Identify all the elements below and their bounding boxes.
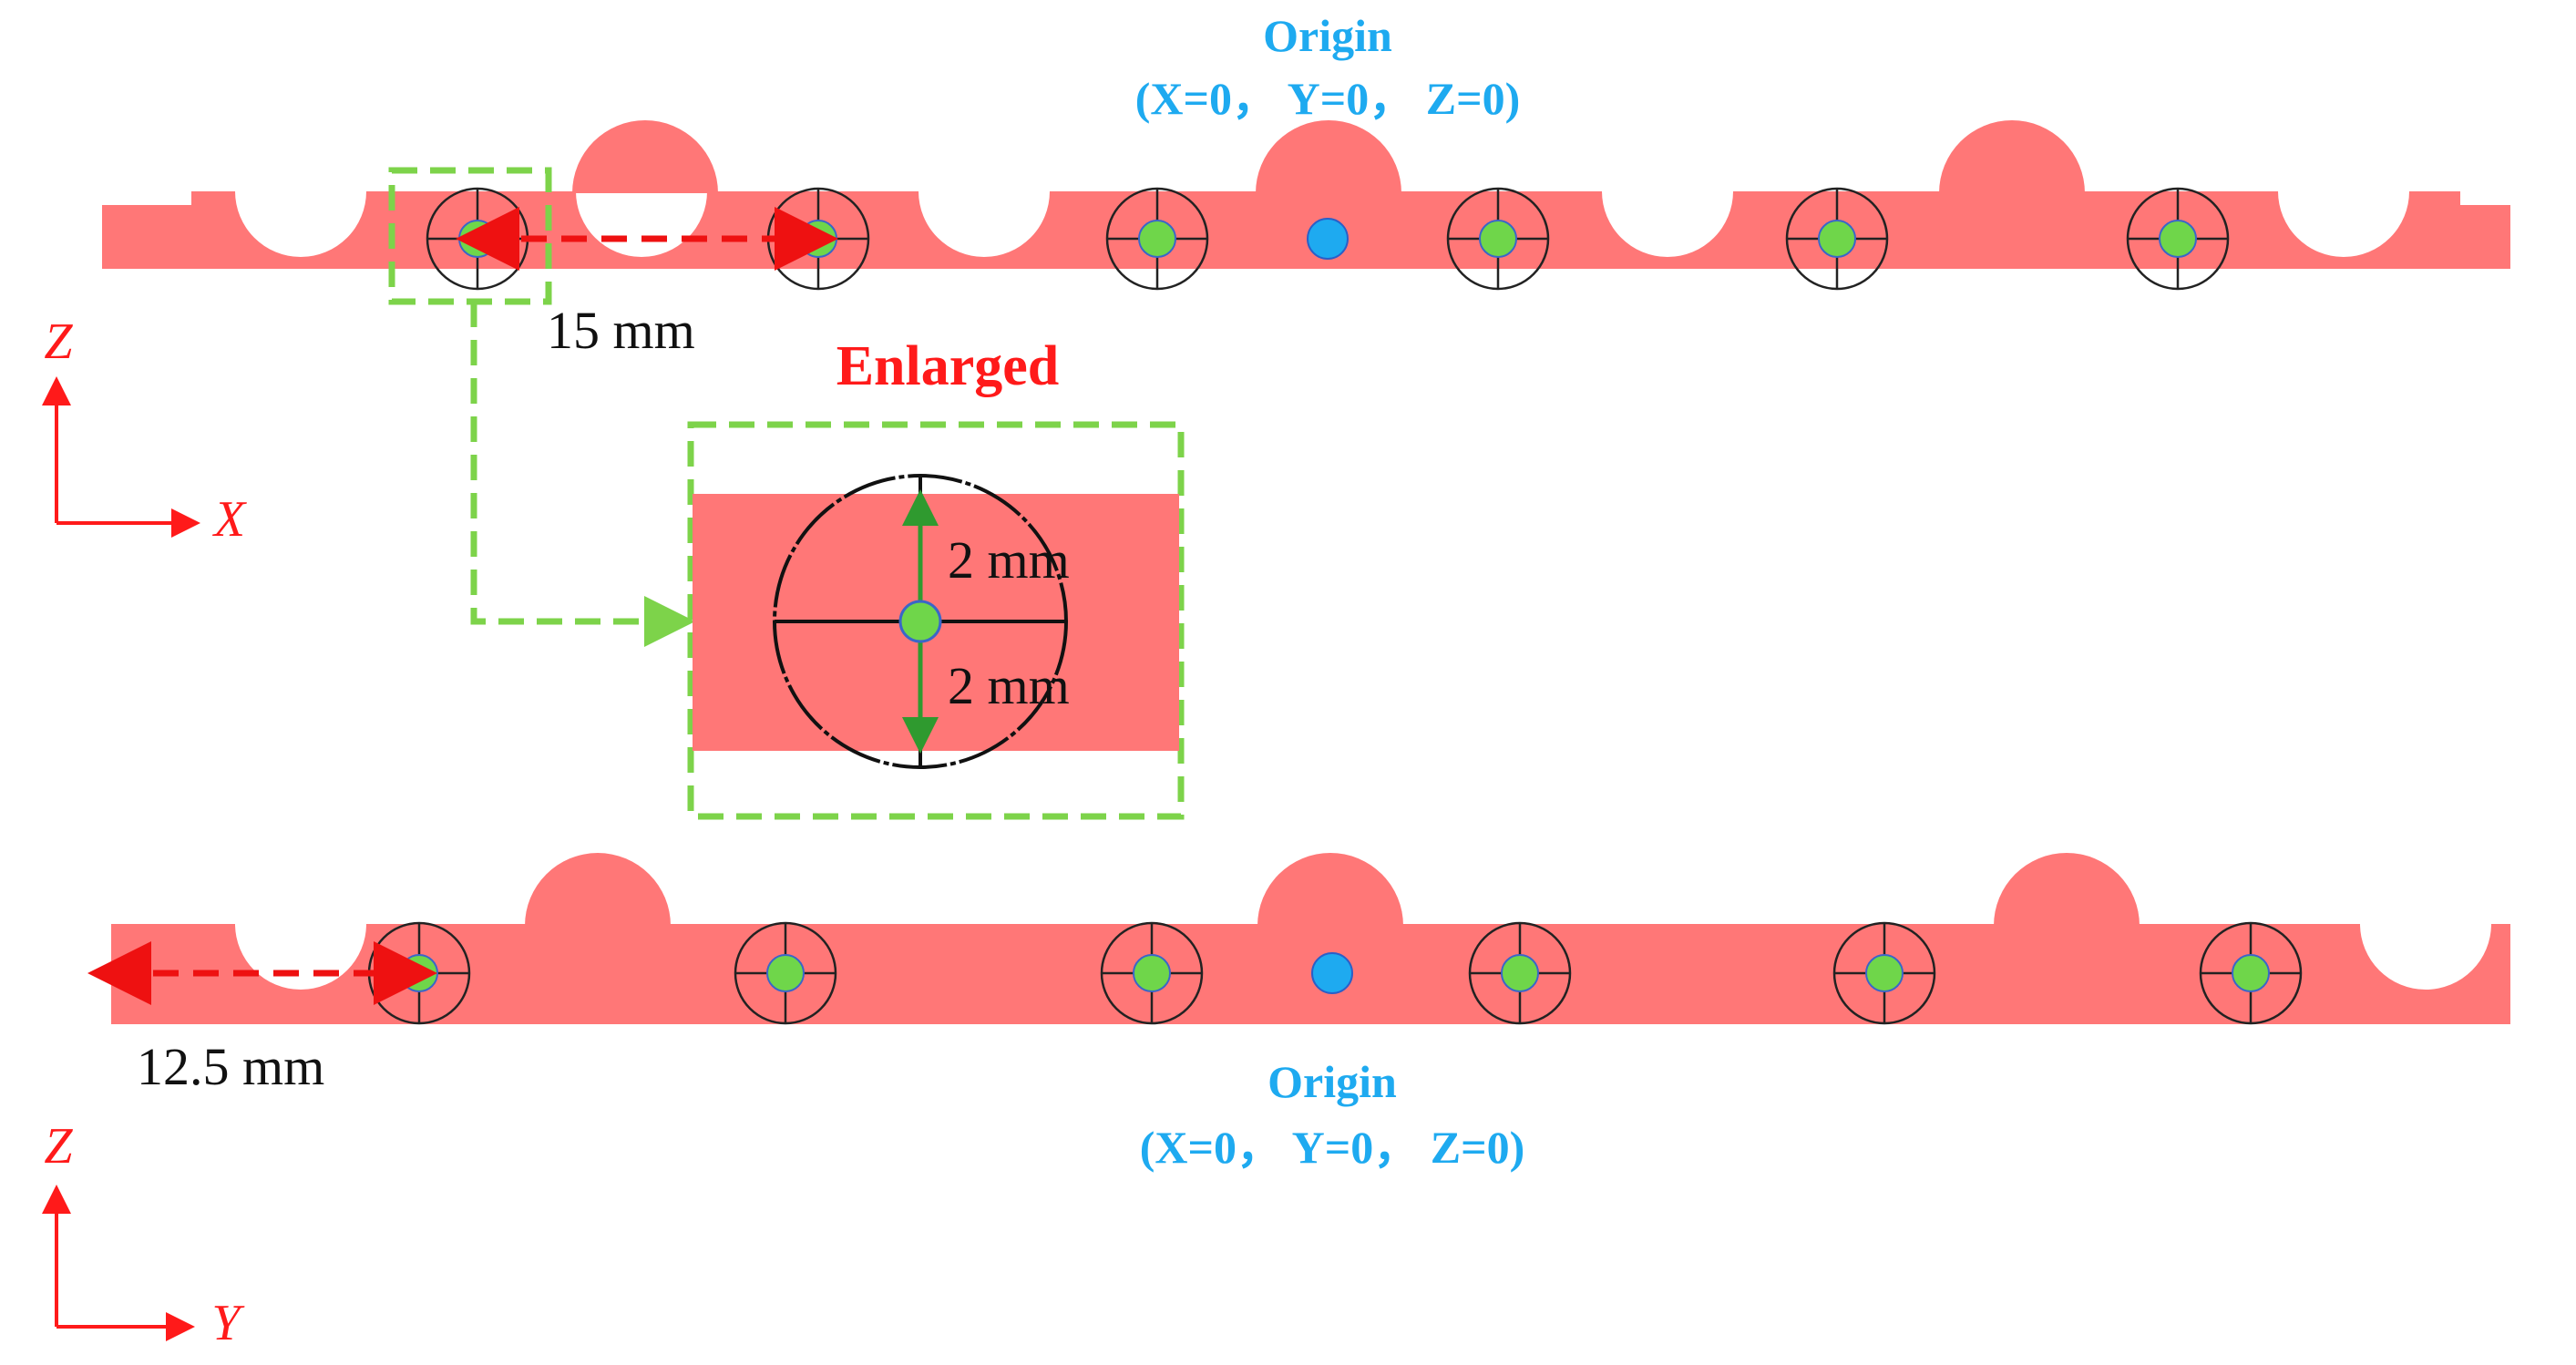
bottom-marker-5 xyxy=(1832,921,1936,1025)
top-marker-1 xyxy=(426,187,529,291)
bottom-axis-y-label: Y xyxy=(211,1295,245,1351)
bottom-origin-label: Origin xyxy=(1267,1056,1397,1107)
enlarge-connector xyxy=(470,302,695,647)
top-marker-6 xyxy=(2126,187,2230,291)
bottom-origin-dot xyxy=(1311,952,1353,994)
bottom-origin-coords: (X=0， Y=0， Z=0) xyxy=(1140,1122,1525,1173)
bottom-marker-3 xyxy=(1100,921,1204,1025)
enlarged-box xyxy=(687,421,1185,820)
bottom-strip xyxy=(111,853,2510,1024)
bottom-bump-2 xyxy=(1257,853,1403,926)
bottom-strip-body xyxy=(111,924,2510,1024)
bottom-marker-6 xyxy=(2199,921,2303,1025)
bottom-bump-1 xyxy=(525,853,671,926)
bottom-axis-z-label: Z xyxy=(44,1118,73,1175)
top-marker-3 xyxy=(1105,187,1209,291)
enlarged-upper-label: 2 mm xyxy=(948,530,1070,590)
top-marker-4 xyxy=(1446,187,1550,291)
top-origin-coords: (X=0， Y=0， Z=0) xyxy=(1135,73,1521,124)
top-origin-dot xyxy=(1307,218,1349,260)
enlarged-title: Enlarged xyxy=(836,335,1060,397)
offset-label: 12.5 mm xyxy=(137,1037,324,1096)
top-axis-x-label: X xyxy=(212,491,248,548)
bottom-marker-4 xyxy=(1468,921,1572,1025)
bottom-marker-2 xyxy=(734,921,837,1025)
top-axes: Z X xyxy=(42,313,248,548)
top-bump-1 xyxy=(572,120,718,193)
bottom-axes: Z Y xyxy=(42,1118,245,1351)
bottom-marker-1 xyxy=(367,921,471,1025)
top-axis-z-label: Z xyxy=(44,313,73,370)
highlight-box-small xyxy=(388,167,552,305)
bottom-bump-3 xyxy=(1994,853,2140,926)
top-origin-label: Origin xyxy=(1263,10,1392,61)
top-marker-5 xyxy=(1785,187,1889,291)
enlarged-view: 2 mm 2 mm xyxy=(687,421,1185,820)
enlarged-lower-label: 2 mm xyxy=(948,656,1070,715)
top-bump-3 xyxy=(1939,120,2085,193)
enlarged-marker xyxy=(898,600,942,643)
spacing-label: 15 mm xyxy=(547,301,695,360)
top-bump-2 xyxy=(1256,120,1401,193)
